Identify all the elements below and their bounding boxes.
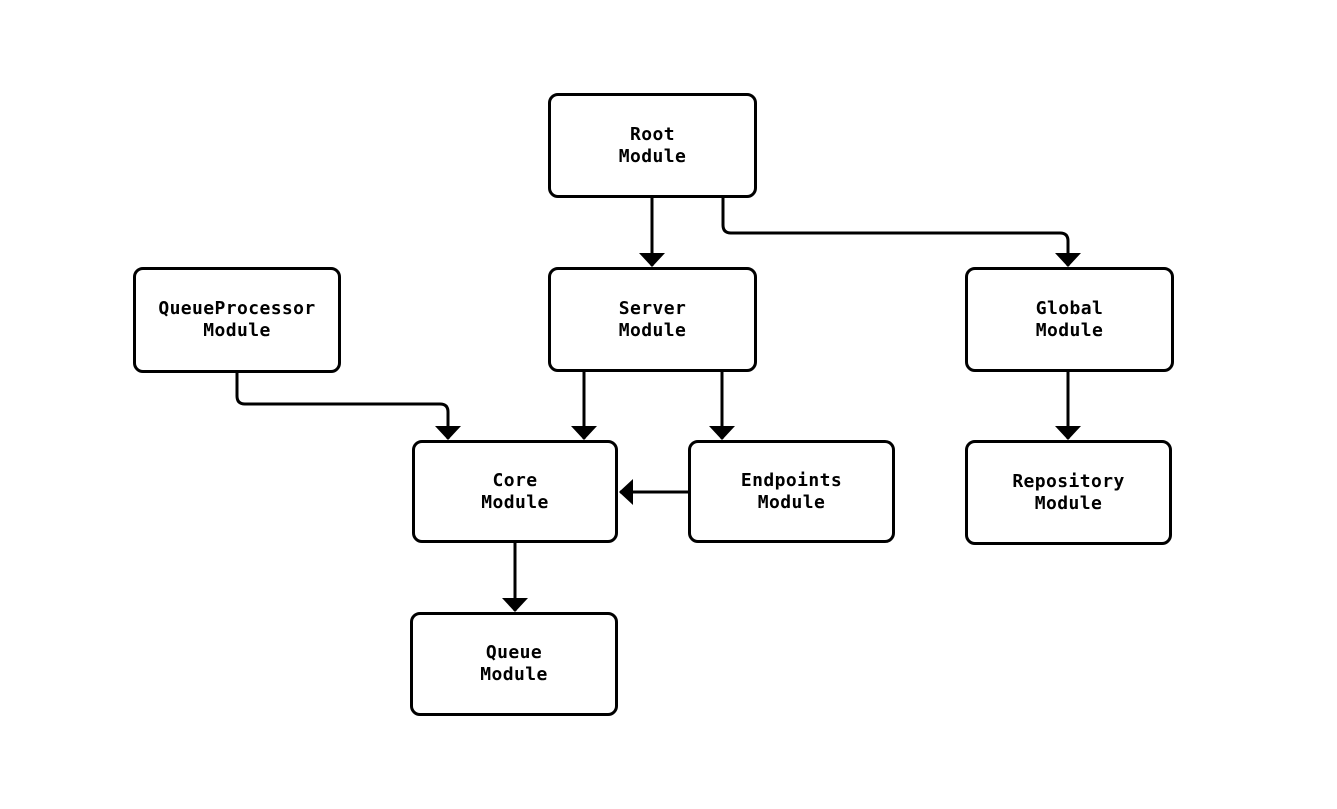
edge-queueprocessor-to-core [235, 372, 461, 440]
node-root-module-suffix: Module [618, 145, 687, 167]
node-queue-module-name: Queue [485, 642, 543, 663]
node-queue-module-suffix: Module [480, 664, 548, 685]
node-core-module: Core Module [412, 440, 618, 543]
node-server-module-suffix: Module [618, 319, 687, 341]
node-core-module-name: Core [492, 469, 538, 491]
node-global-module-suffix: Module [1035, 319, 1104, 341]
node-server-module: Server Module [548, 267, 757, 372]
node-root-module-name: Root [630, 123, 675, 145]
node-server-module-name: Server [618, 297, 687, 319]
node-queueprocessor-module-name: QueueProcessor [158, 298, 316, 319]
edge-root-to-global [721, 198, 1081, 267]
node-queueprocessor-module: QueueProcessor Module [133, 267, 341, 373]
node-repository-module: Repository Module [965, 440, 1172, 545]
node-endpoints-module-name: Endpoints [740, 469, 843, 491]
node-core-module-suffix: Module [481, 491, 549, 513]
node-queueprocessor-module-suffix: Module [203, 320, 271, 341]
node-global-module: Global Module [965, 267, 1174, 372]
node-repository-module-name: Repository [1012, 470, 1125, 492]
node-repository-module-suffix: Module [1034, 492, 1103, 514]
node-endpoints-module-suffix: Module [757, 491, 826, 513]
node-global-module-name: Global [1035, 297, 1104, 319]
node-endpoints-module: Endpoints Module [688, 440, 895, 543]
node-queue-module: Queue Module [410, 612, 618, 716]
node-root-module: Root Module [548, 93, 757, 198]
